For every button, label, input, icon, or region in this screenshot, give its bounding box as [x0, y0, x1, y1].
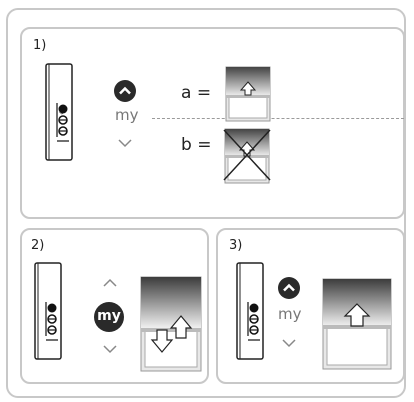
dashed-divider — [152, 118, 404, 119]
double-arrow-icon — [150, 315, 193, 353]
window-shade-up — [322, 278, 392, 370]
cross-icon — [223, 129, 271, 181]
chevron-up-icon — [103, 278, 117, 287]
chevron-up-icon — [283, 283, 295, 292]
my-button[interactable]: my — [94, 302, 124, 332]
remote-control — [236, 262, 264, 360]
step-label-3: 3) — [229, 238, 243, 253]
chevron-up-icon — [119, 86, 131, 95]
window-shade-half — [140, 276, 202, 372]
chevron-down-icon — [282, 339, 296, 348]
up-button[interactable] — [114, 80, 136, 102]
equation-b: b = — [181, 135, 212, 155]
chevron-down-icon — [118, 139, 132, 148]
step-label-2: 2) — [31, 238, 45, 253]
arrow-up-icon — [343, 303, 371, 327]
arrow-up-icon — [239, 81, 257, 96]
window-shade-up — [225, 66, 271, 122]
panel-step-1 — [20, 27, 405, 219]
remote-control — [34, 262, 62, 360]
step-label-1: 1) — [33, 38, 47, 53]
my-button-label: my — [278, 305, 302, 323]
chevron-down-icon — [103, 345, 117, 354]
window-shade-crossed — [223, 128, 271, 184]
up-button[interactable] — [278, 277, 300, 299]
equation-a: a = — [181, 83, 212, 103]
remote-control: UP — [45, 63, 73, 161]
my-button-label: my — [115, 106, 139, 124]
